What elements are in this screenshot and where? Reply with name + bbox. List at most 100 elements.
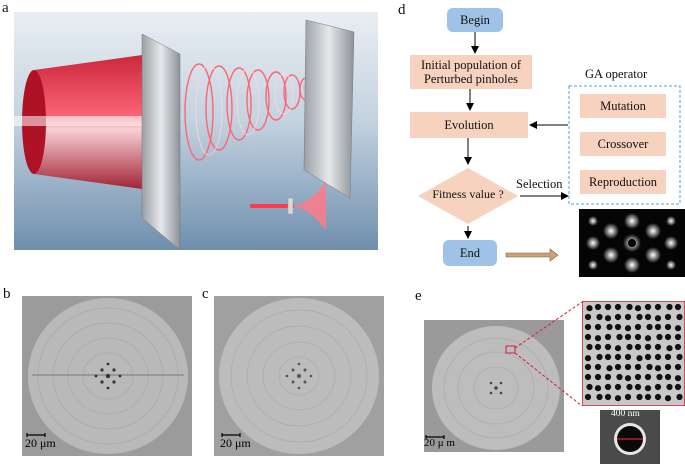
pinhole: [606, 324, 612, 330]
pinhole: [665, 374, 671, 380]
pinhole: [645, 385, 651, 391]
panel-label-c: c: [202, 286, 209, 303]
diffraction-pattern: [579, 209, 685, 277]
pinhole: [605, 354, 611, 360]
pinhole: [655, 394, 661, 400]
pinhole: [665, 395, 671, 401]
pinhole: [655, 324, 661, 330]
pinhole: [615, 354, 621, 360]
selection-label: Selection: [516, 177, 563, 192]
pinhole: [646, 324, 652, 330]
hole-size-label: 400 nm: [611, 409, 640, 419]
panel-label-a: a: [2, 0, 9, 17]
pinhole: [595, 364, 601, 370]
reproduction-box: Reproduction: [580, 170, 666, 194]
pinhole: [676, 314, 682, 320]
pinhole: [645, 394, 651, 400]
pinhole: [595, 324, 601, 330]
pinhole: [636, 314, 642, 320]
pinhole: [615, 384, 621, 390]
pinhole: [666, 304, 672, 310]
pinhole: [665, 334, 671, 340]
pinhole: [636, 394, 642, 400]
pinhole: [635, 364, 641, 370]
pinhole: [665, 354, 671, 360]
pinhole: [665, 324, 671, 330]
pinhole: [615, 304, 621, 310]
pinhole: [635, 384, 641, 390]
pinhole: [595, 335, 601, 341]
pinhole: [615, 395, 621, 401]
pinhole: [605, 384, 611, 390]
pinhole: [605, 304, 611, 310]
pinhole: [585, 334, 591, 340]
pinhole: [606, 365, 612, 371]
pinhole: [635, 374, 641, 380]
pinhole: [625, 354, 631, 360]
pinhole: [636, 355, 642, 361]
pinhole: [626, 344, 632, 350]
pinhole: [585, 364, 591, 370]
pinhole: [666, 345, 672, 351]
pinhole: [675, 384, 681, 390]
pinhole: [645, 304, 651, 310]
pinhole: [655, 304, 661, 310]
pinhole: [646, 364, 652, 370]
pinhole: [625, 314, 631, 320]
pinhole: [635, 324, 641, 330]
pinhole: [596, 314, 602, 320]
pinhole: [676, 394, 682, 400]
scalebar-label-b: 20 μm: [25, 436, 56, 451]
pinhole: [615, 364, 621, 370]
pinhole: [625, 364, 631, 370]
pinhole: [666, 384, 672, 390]
pinhole: [605, 334, 611, 340]
pinhole: [585, 314, 591, 320]
pinhole: [675, 325, 681, 331]
screen-plate: [304, 20, 354, 198]
pinhole: [655, 344, 661, 350]
pinhole: [645, 344, 651, 350]
pinhole: [596, 394, 602, 400]
pinhole: [676, 354, 682, 360]
pinhole: [645, 314, 651, 320]
pinhole: [595, 374, 601, 380]
pinhole: [655, 315, 661, 321]
pinhole: [585, 324, 591, 330]
scalebar-label-c: 20 μm: [220, 436, 251, 451]
pinhole: [625, 375, 631, 381]
pinhole: [625, 334, 631, 340]
crossover-box: Crossover: [580, 132, 666, 156]
pinhole: [625, 325, 631, 331]
mutation-box: Mutation: [580, 94, 666, 118]
pinhole: [616, 334, 622, 340]
pinhole: [615, 314, 621, 320]
panel-label-e: e: [415, 288, 422, 305]
pinhole: [596, 354, 602, 360]
pinhole: [616, 374, 622, 380]
sem-image-b: [22, 296, 192, 456]
pinhole-array-zoom: [582, 301, 685, 406]
pinhole: [615, 324, 621, 330]
pinhole: [665, 364, 671, 370]
pinhole: [625, 394, 631, 400]
pinhole: [656, 374, 662, 380]
pinhole: [595, 304, 601, 310]
beam-illustration: [14, 12, 378, 250]
pinhole: [655, 354, 661, 360]
pinhole: [635, 305, 641, 311]
pinhole: [675, 334, 681, 340]
pinhole: [626, 304, 632, 310]
pinhole: [585, 374, 591, 380]
pinhole: [626, 384, 632, 390]
pinhole: [645, 374, 651, 380]
pinhole: [656, 334, 662, 340]
pinhole: [586, 344, 592, 350]
pinhole: [605, 394, 611, 400]
pinhole: [675, 304, 681, 310]
pinhole: [605, 374, 611, 380]
pinhole: [655, 365, 661, 371]
pinhole: [595, 344, 601, 350]
panel-label-b: b: [3, 286, 11, 303]
pinhole: [645, 335, 651, 341]
